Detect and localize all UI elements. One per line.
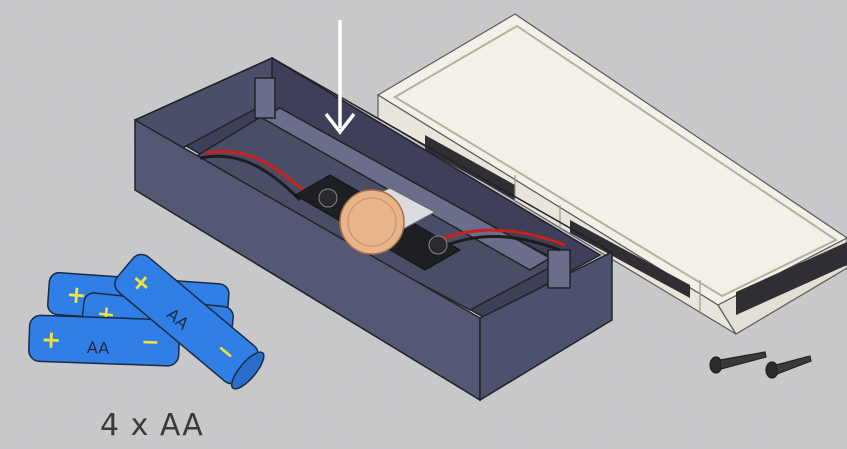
screw-icon: [709, 351, 812, 379]
svg-text:−: −: [141, 330, 160, 356]
battery-label: AA: [87, 338, 110, 358]
battery-icon: + + + AA − + AA −: [28, 253, 265, 390]
svg-text:+: +: [66, 280, 88, 309]
down-arrow-icon: [324, 20, 356, 135]
lid-cover: [376, 13, 847, 335]
circuit-board: [199, 149, 566, 271]
battery-count-caption: 4 x AA: [100, 408, 204, 443]
svg-text:+: +: [41, 325, 62, 354]
coin-cell: [339, 189, 405, 255]
